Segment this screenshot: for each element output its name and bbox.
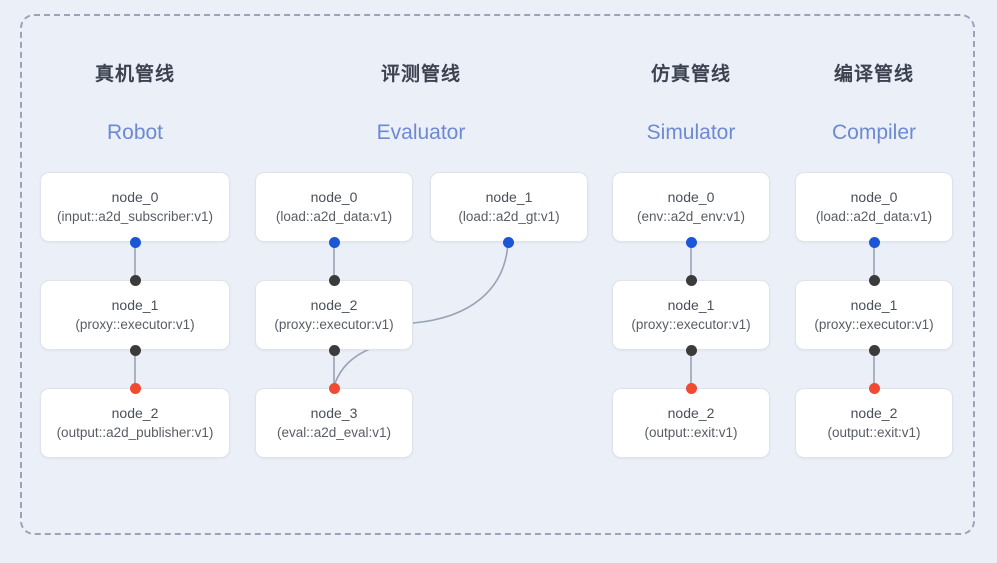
node-spec: (proxy::executor:v1) <box>274 317 394 332</box>
node-name: node_2 <box>850 405 898 421</box>
node-spec: (load::a2d_data:v1) <box>275 209 393 224</box>
port-dot-input-simulator-2 <box>685 382 697 394</box>
node-name: node_0 <box>667 189 715 205</box>
port-dot-output-compiler-1 <box>868 344 880 356</box>
node-name: node_1 <box>485 189 533 205</box>
node-spec: (input::a2d_subscriber:v1) <box>56 209 214 224</box>
diagram-dashed-frame <box>20 14 975 535</box>
node-name: node_1 <box>667 297 715 313</box>
node-spec: (eval::a2d_eval:v1) <box>276 425 392 440</box>
node-name: node_2 <box>310 297 358 313</box>
port-dot-input-robot-1 <box>129 274 141 286</box>
node-spec: (proxy::executor:v1) <box>631 317 751 332</box>
node-spec: (output::exit:v1) <box>644 425 738 440</box>
node-compiler-0[interactable]: node_0 (load::a2d_data:v1) <box>795 172 953 242</box>
node-name: node_1 <box>111 297 159 313</box>
node-simulator-0[interactable]: node_0 (env::a2d_env:v1) <box>612 172 770 242</box>
port-dot-output-evaluator-2 <box>328 344 340 356</box>
node-name: node_0 <box>310 189 358 205</box>
port-dot-input-robot-2 <box>129 382 141 394</box>
node-robot-0[interactable]: node_0 (input::a2d_subscriber:v1) <box>40 172 230 242</box>
node-spec: (proxy::executor:v1) <box>814 317 934 332</box>
node-name: node_1 <box>850 297 898 313</box>
node-name: node_0 <box>850 189 898 205</box>
port-dot-input-simulator-1 <box>685 274 697 286</box>
port-dot-input-evaluator-3 <box>328 382 340 394</box>
node-spec: (load::a2d_data:v1) <box>815 209 933 224</box>
node-robot-2[interactable]: node_2 (output::a2d_publisher:v1) <box>40 388 230 458</box>
node-spec: (output::exit:v1) <box>827 425 921 440</box>
node-simulator-2[interactable]: node_2 (output::exit:v1) <box>612 388 770 458</box>
port-dot-output-evaluator-0 <box>328 236 340 248</box>
node-spec: (env::a2d_env:v1) <box>636 209 746 224</box>
port-dot-output-robot-1 <box>129 344 141 356</box>
node-name: node_0 <box>111 189 159 205</box>
port-dot-output-simulator-1 <box>685 344 697 356</box>
port-dot-output-robot-0 <box>129 236 141 248</box>
port-dot-output-simulator-0 <box>685 236 697 248</box>
port-dot-input-compiler-2 <box>868 382 880 394</box>
port-dot-input-evaluator-2 <box>328 274 340 286</box>
node-name: node_2 <box>667 405 715 421</box>
port-dot-input-compiler-1 <box>868 274 880 286</box>
node-spec: (load::a2d_gt:v1) <box>458 209 560 224</box>
node-spec: (proxy::executor:v1) <box>75 317 195 332</box>
port-dot-output-evaluator-1-gt <box>502 236 514 248</box>
node-evaluator-0[interactable]: node_0 (load::a2d_data:v1) <box>255 172 413 242</box>
node-spec: (output::a2d_publisher:v1) <box>56 425 214 440</box>
node-evaluator-3[interactable]: node_3 (eval::a2d_eval:v1) <box>255 388 413 458</box>
node-compiler-2[interactable]: node_2 (output::exit:v1) <box>795 388 953 458</box>
node-robot-1[interactable]: node_1 (proxy::executor:v1) <box>40 280 230 350</box>
port-dot-output-compiler-0 <box>868 236 880 248</box>
node-name: node_2 <box>111 405 159 421</box>
node-evaluator-1-gt[interactable]: node_1 (load::a2d_gt:v1) <box>430 172 588 242</box>
node-simulator-1[interactable]: node_1 (proxy::executor:v1) <box>612 280 770 350</box>
node-evaluator-2[interactable]: node_2 (proxy::executor:v1) <box>255 280 413 350</box>
node-compiler-1[interactable]: node_1 (proxy::executor:v1) <box>795 280 953 350</box>
node-name: node_3 <box>310 405 358 421</box>
